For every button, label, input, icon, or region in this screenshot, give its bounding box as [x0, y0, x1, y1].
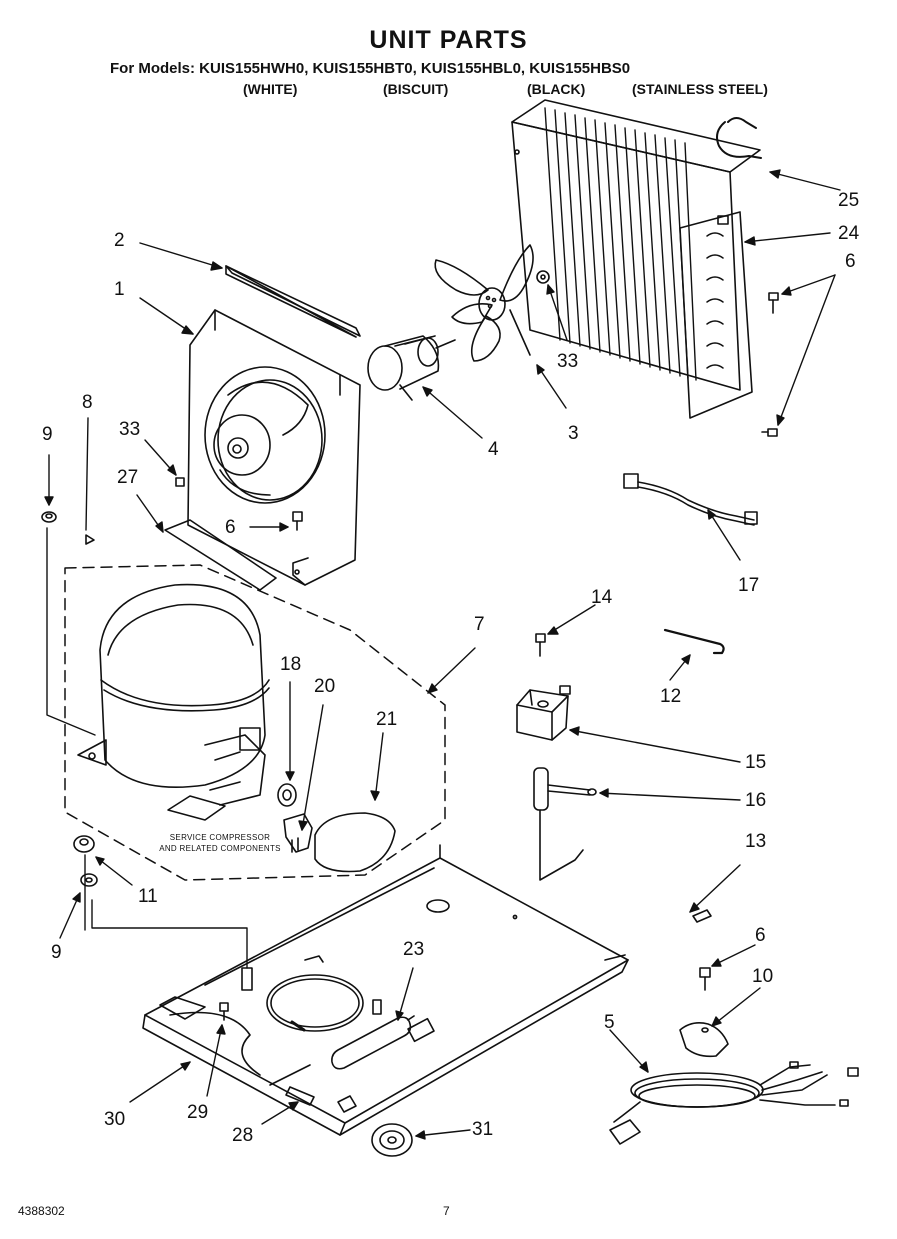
gasket-strip: [225, 265, 361, 337]
terminal-cover-part-21: [314, 812, 396, 873]
finish-biscuit: (BISCUIT): [383, 81, 449, 97]
screw-part-6: [768, 292, 779, 314]
compressor: [77, 583, 270, 821]
callout-12: 12: [660, 686, 682, 707]
callout-20: 20: [314, 676, 336, 697]
callout-8: 8: [82, 392, 93, 413]
callout-13: 13: [745, 831, 767, 852]
callout-6-b: 6: [225, 517, 236, 538]
screw-part-6: [292, 511, 303, 522]
clip-part-8: [85, 534, 95, 545]
callout-14: 14: [591, 587, 613, 608]
drain-tube: [716, 121, 762, 159]
fan-blade: [434, 244, 534, 362]
callout-15: 15: [745, 752, 767, 773]
callout-5: 5: [604, 1012, 615, 1033]
washer-part-9: [80, 873, 98, 887]
callout-24: 24: [838, 223, 860, 244]
solenoid-coil-part-15: [516, 685, 571, 741]
clamp-part-10: [679, 1022, 729, 1058]
screw-part-33: [175, 477, 185, 487]
models-line: For Models: KUIS155HWH0, KUIS155HBT0, KU…: [110, 60, 631, 77]
callout-2: 2: [114, 230, 125, 251]
power-cord-part-5: [609, 1061, 859, 1145]
callout-6-c: 6: [755, 925, 766, 946]
screw-part-29: [219, 1002, 229, 1012]
callout-1: 1: [114, 279, 125, 300]
tube-part-12: [663, 628, 725, 655]
screw-part-14: [535, 633, 546, 643]
overload-part-18: [277, 783, 297, 807]
compressor-group-boundary: [64, 564, 446, 881]
callout-33: 33: [119, 419, 141, 440]
grommet-part-9: [41, 511, 57, 523]
callout-16: 16: [745, 790, 767, 811]
callout-7: 7: [474, 614, 485, 635]
callout-23: 23: [403, 939, 425, 960]
callout-25: 25: [838, 190, 860, 211]
leader-lines: [44, 169, 841, 1140]
drier-part-23: [331, 1015, 415, 1070]
fan-shroud: [187, 309, 361, 586]
condenser-coil: [511, 99, 761, 419]
callout-28: 28: [232, 1125, 254, 1146]
screw-part-6: [761, 428, 778, 437]
bracket-part-29-mount: [241, 967, 253, 991]
service-note-line-2: AND RELATED COMPONENTS: [159, 844, 281, 853]
service-note-line-1: SERVICE COMPRESSOR: [169, 833, 271, 842]
water-valve-part-16: [533, 767, 597, 881]
screw-part-6: [699, 967, 711, 978]
grommet-part-11: [73, 835, 95, 853]
callout-30: 30: [104, 1109, 126, 1130]
callout-6-a: 6: [845, 251, 856, 272]
finish-white: (WHITE): [243, 81, 298, 97]
callout-21: 21: [376, 709, 398, 730]
callout-4: 4: [488, 439, 499, 460]
screw-part-13: [692, 909, 712, 923]
page-number: 7: [443, 1204, 450, 1218]
washer-part-32: [536, 270, 550, 284]
callout-9-b: 9: [51, 942, 62, 963]
callout-29: 29: [187, 1102, 209, 1123]
leveling-foot-part-31: [371, 1123, 413, 1157]
fan-motor: [367, 335, 456, 401]
callout-27: 27: [117, 467, 139, 488]
service-note: SERVICE COMPRESSOR AND RELATED COMPONENT…: [155, 832, 285, 854]
finish-stainless: (STAINLESS STEEL): [632, 81, 768, 97]
document-number: 4388302: [18, 1204, 65, 1218]
plug-part-28: [285, 1086, 315, 1106]
wire-harness-part-17: [623, 473, 758, 526]
callout-10: 10: [752, 966, 774, 987]
callout-3: 3: [568, 423, 579, 444]
page-title: UNIT PARTS: [369, 26, 528, 54]
callout-11: 11: [138, 886, 158, 907]
finish-black: (BLACK): [527, 81, 586, 97]
insulation-pad: [164, 519, 277, 591]
base-pan: [142, 844, 629, 1136]
callout-18: 18: [280, 654, 302, 675]
callout-31: 31: [472, 1119, 494, 1140]
callout-17: 17: [738, 575, 760, 596]
callout-32: 33: [557, 351, 579, 372]
callout-9-a: 9: [42, 424, 53, 445]
